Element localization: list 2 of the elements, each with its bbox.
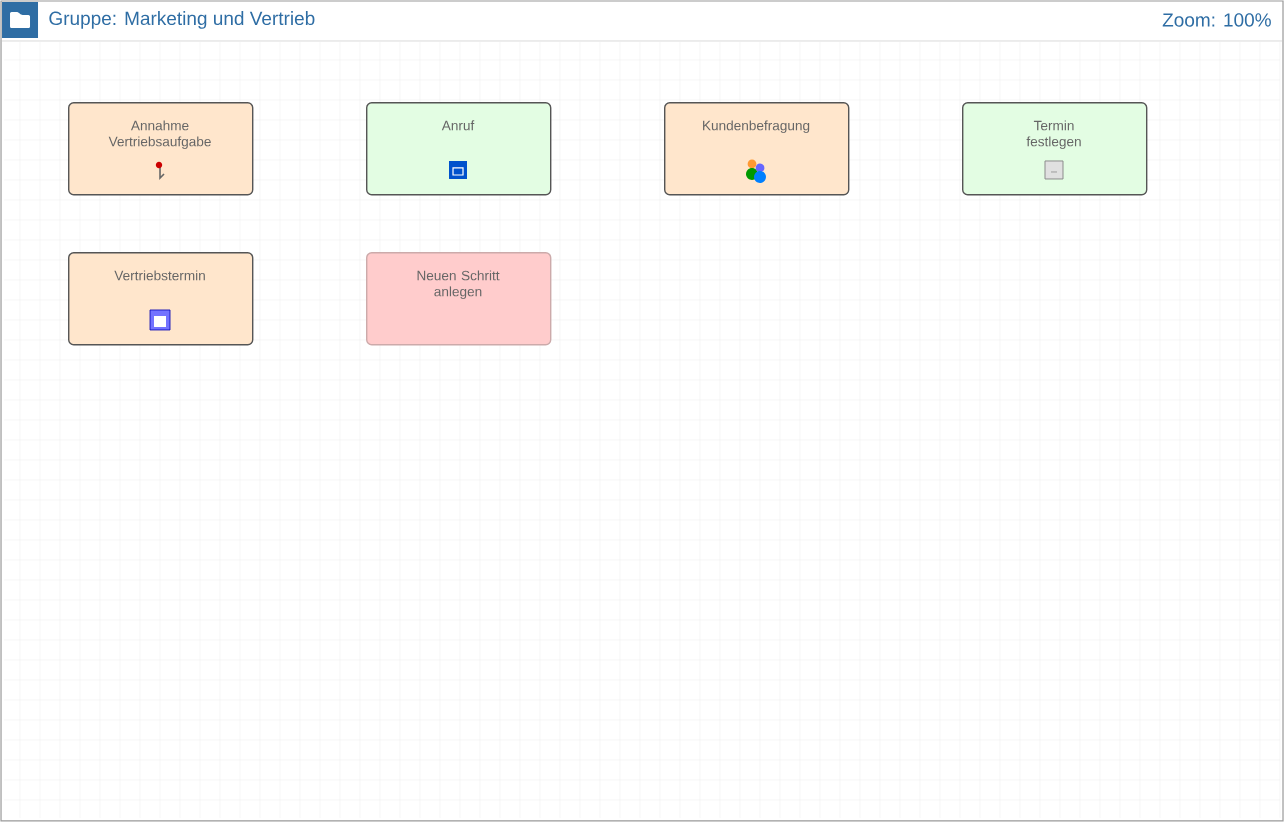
title: Gruppe: Marketing und Vertrieb xyxy=(49,11,315,29)
zoom-label: Zoom: 100% xyxy=(1162,13,1271,27)
